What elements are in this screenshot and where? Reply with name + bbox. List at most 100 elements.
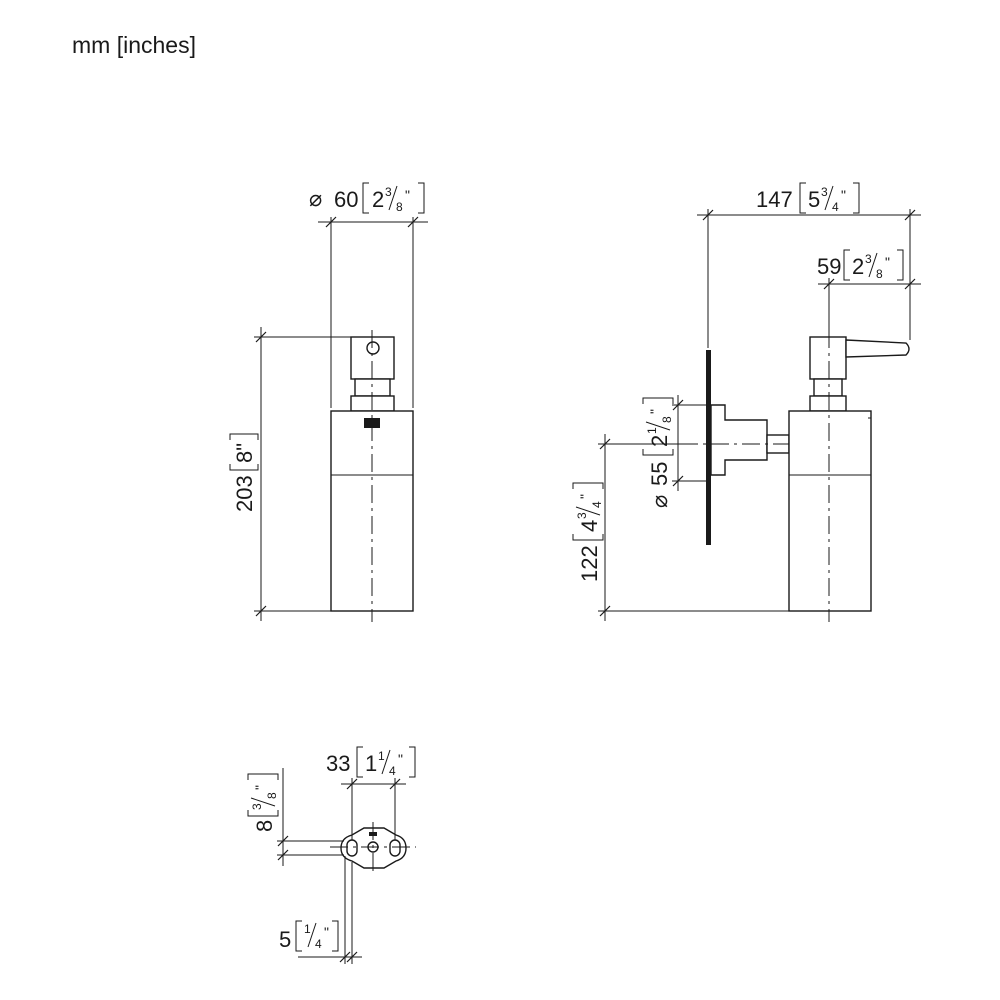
thickness-inch-num: 3 (250, 803, 264, 810)
rosette-mm: 55 (647, 462, 672, 486)
side-pump-head (809, 336, 847, 380)
proj-frac-slash (824, 185, 834, 211)
mount-label-group: 122 4 3 4 " (572, 482, 604, 582)
dia-inch-den: 8 (396, 200, 403, 214)
rosette-inch-den: 8 (660, 416, 674, 423)
thickness-frac-slash (250, 797, 276, 807)
proj-inch-den: 4 (832, 200, 839, 214)
dia-inch-whole: 2 (372, 187, 384, 212)
spacing-bracket-close (409, 746, 416, 778)
spacing-inch-whole: 1 (365, 751, 377, 776)
side-dispenser-body (788, 410, 872, 612)
mount-inch-whole: 4 (577, 520, 602, 532)
rosette-bracket-close (642, 397, 674, 404)
dia-inch-num: 3 (385, 185, 392, 199)
proj-bracket-open (799, 182, 806, 214)
spout-bracket-close (897, 249, 904, 281)
bracket-view: 33 1 1 4 " 8 3 8 " 5 1 4 " (247, 746, 416, 964)
front-view: ⌀ 60 2 3 8 " 203 8" (229, 182, 428, 622)
side-view: 147 5 3 4 " 59 2 3 8 " ⌀ 55 2 1 (572, 182, 921, 622)
side-pump-neck (813, 378, 843, 397)
rosette-label-group: ⌀ 55 2 1 8 " (642, 397, 674, 508)
thickness-bracket-close (247, 773, 279, 780)
pump-nozzle-hole (366, 341, 380, 355)
height-tick-top (255, 331, 267, 343)
height-label-group: 203 8" (229, 433, 259, 512)
spout-inch-den: 8 (876, 267, 883, 281)
height-bracket-open (229, 464, 259, 471)
thickness-tick-bottom (277, 849, 289, 861)
height-inch: 8" (232, 443, 257, 463)
bracket-hole-right (389, 839, 401, 857)
spacing-inch-den: 4 (389, 764, 396, 778)
spacing-inch-mark: " (398, 751, 403, 767)
rosette-inch-num: 1 (645, 427, 659, 434)
height-mm: 203 (232, 475, 257, 512)
rosette-symbol: ⌀ (647, 495, 672, 508)
units-label: mm [inches] (72, 32, 196, 58)
spacing-tick-right (389, 778, 401, 790)
thickness-bracket-open (247, 810, 279, 817)
spacing-mm: 33 (326, 751, 350, 776)
thickness-inch-mark: " (252, 785, 268, 790)
rosette-bracket-open (642, 449, 674, 456)
mount-frac-slash (575, 506, 601, 516)
dia-inch-mark: " (405, 187, 410, 203)
offset-tick-left (339, 951, 351, 963)
thickness-label-group: 8 3 8 " (247, 773, 279, 832)
proj-mm: 147 (756, 187, 793, 212)
mount-tick-top (599, 438, 611, 450)
offset-frac-slash (307, 922, 317, 948)
spacing-inch-num: 1 (378, 749, 385, 763)
proj-inch-whole: 5 (808, 187, 820, 212)
dia-bracket-open (362, 182, 369, 214)
dia-tick-right (407, 216, 419, 228)
spout-inch-whole: 2 (852, 254, 864, 279)
proj-bracket-close (853, 182, 860, 214)
spout-mm: 59 (817, 254, 841, 279)
offset-mm: 5 (279, 927, 291, 952)
mount-bracket-open (572, 534, 604, 541)
offset-tick-right (346, 951, 358, 963)
spout-inch-mark: " (885, 254, 890, 270)
spout-frac-slash (868, 252, 878, 278)
dia-bracket-close (418, 182, 425, 214)
spout-bracket-open (843, 249, 850, 281)
proj-inch-mark: " (841, 187, 846, 203)
spout-tick-left (823, 278, 835, 290)
thickness-mm: 8 (252, 820, 277, 832)
offset-bracket-close (332, 920, 339, 952)
spout-inch-num: 3 (865, 252, 872, 266)
rosette-inch-mark: " (647, 409, 663, 414)
bracket-hole-left (346, 839, 358, 857)
offset-inch-mark: " (324, 924, 329, 940)
spacing-frac-slash (381, 749, 391, 775)
wall-plate (706, 350, 711, 545)
offset-inch-num: 1 (304, 922, 311, 936)
spacing-bracket-open (356, 746, 363, 778)
offset-inch-den: 4 (315, 937, 322, 951)
mount-mm: 122 (577, 545, 602, 582)
height-tick-bottom (255, 605, 267, 617)
spout-tick-right (904, 278, 916, 290)
rosette-tick-bottom (672, 475, 684, 487)
proj-tick-left (702, 209, 714, 221)
mount-inch-mark: " (577, 494, 593, 499)
mounting-block (710, 404, 768, 476)
dia-tick-left (325, 216, 337, 228)
thickness-inch-den: 8 (265, 792, 279, 799)
dia-symbol: ⌀ (309, 186, 322, 211)
rosette-tick-top (672, 399, 684, 411)
spacing-tick-left (346, 778, 358, 790)
spout (845, 339, 910, 358)
dia-mm: 60 (334, 187, 358, 212)
side-pump-collar (809, 395, 847, 412)
offset-bracket-open (295, 920, 302, 952)
mount-inch-den: 4 (590, 501, 604, 508)
mount-tick-bottom (599, 605, 611, 617)
mount-inch-num: 3 (575, 512, 589, 519)
dia-frac-slash (388, 185, 398, 211)
thickness-tick-top (277, 835, 289, 847)
rosette-inch-whole: 2 (647, 435, 672, 447)
